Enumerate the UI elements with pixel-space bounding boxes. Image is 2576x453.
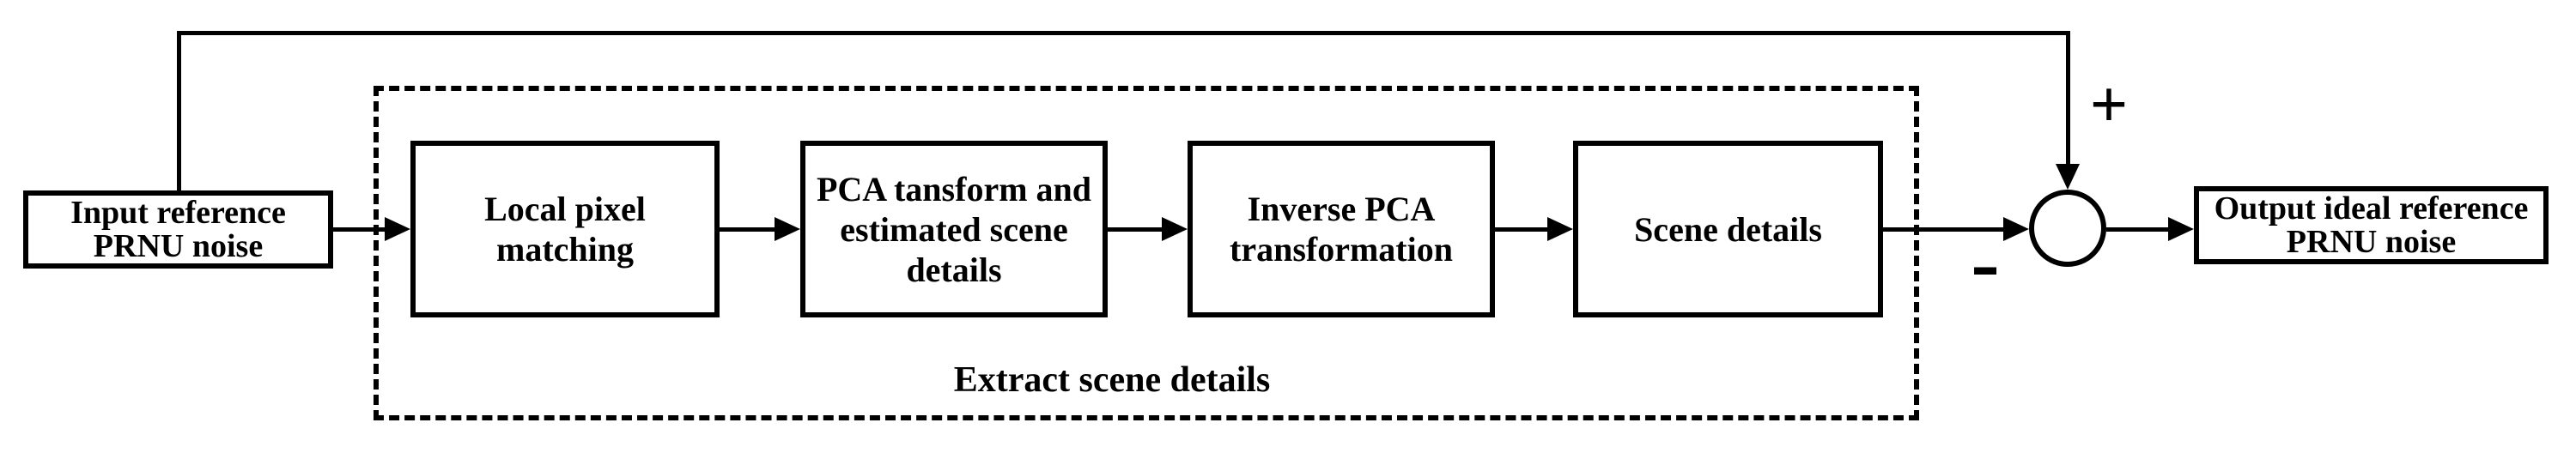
connector-sum-to-output	[2106, 227, 2168, 232]
connector-inverse-pca-to-scene-details	[1495, 227, 1547, 232]
feedback-line-top	[177, 31, 2070, 35]
local-pixel-matching-box: Local pixel matching	[410, 141, 720, 317]
connector-scene-details-to-sum	[1883, 227, 2003, 232]
arrowhead-pca-to-inverse-pca-icon	[1162, 217, 1188, 241]
output-ideal-reference-prnu-noise-box: Output ideal reference PRNU noise	[2194, 186, 2549, 264]
connector-pca-to-inverse-pca	[1108, 227, 1162, 232]
connector-input-to-local-pixel	[333, 227, 386, 232]
summing-junction-circle	[2029, 190, 2106, 267]
feedback-line-vertical-right	[2066, 31, 2070, 165]
arrowhead-scene-details-to-sum-icon	[2003, 217, 2029, 241]
feedback-line-vertical-left	[177, 31, 181, 190]
pca-transform-box: PCA tansform and estimated scene details	[800, 141, 1108, 317]
arrowhead-input-to-local-pixel-icon	[385, 217, 410, 241]
scene-details-box: Scene details	[1573, 141, 1883, 317]
extract-scene-details-group	[374, 86, 1919, 420]
input-reference-prnu-noise-box: Input reference PRNU noise	[23, 190, 333, 269]
inverse-pca-transformation-box: Inverse PCA transformation	[1188, 141, 1495, 317]
connector-local-pixel-to-pca	[720, 227, 775, 232]
group-label: Extract scene details	[953, 360, 1271, 400]
plus-sign-icon: +	[2089, 67, 2129, 142]
arrowhead-sum-to-output-icon	[2168, 217, 2194, 241]
minus-sign-icon: -	[1971, 214, 2000, 310]
arrowhead-local-pixel-to-pca-icon	[775, 217, 800, 241]
feedback-arrowhead-down-icon	[2056, 164, 2080, 190]
arrowhead-inverse-pca-to-scene-details-icon	[1547, 217, 1573, 241]
